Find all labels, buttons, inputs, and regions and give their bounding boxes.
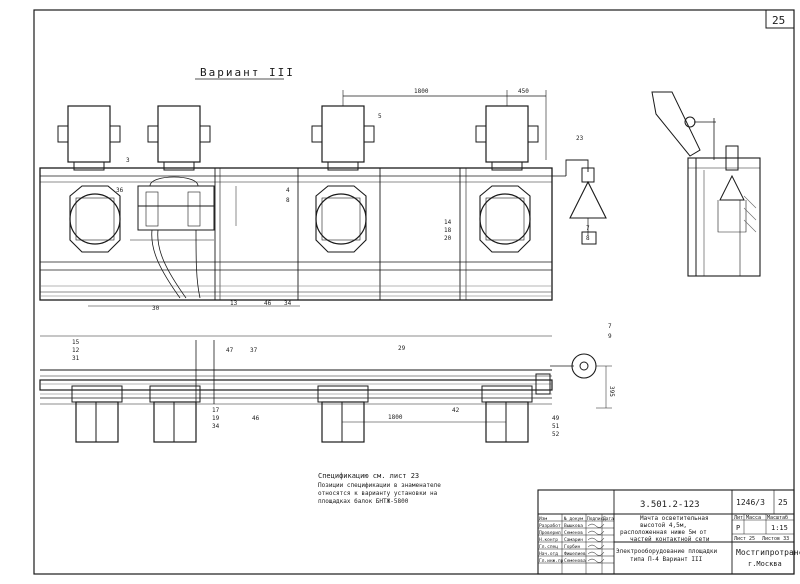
mast-detail-view	[651, 91, 761, 277]
sheet-frame	[33, 9, 795, 575]
desc-line: расположенная ниже 5м от	[620, 529, 707, 536]
callout-label: 31	[72, 355, 80, 362]
lit-value: Р	[736, 524, 740, 532]
callout-label: 34	[212, 423, 220, 430]
callout-label: 19	[212, 415, 220, 422]
dim-span-top: 1800	[414, 88, 429, 95]
callout-label: 29	[398, 345, 406, 352]
callouts: 5 23 3 36 4 8 14 18 20 7 8 30 13 46 34 7…	[72, 113, 612, 438]
callout-label: 46	[252, 415, 260, 422]
role-name: Семенов	[564, 530, 583, 536]
role-label: Н.контр	[539, 537, 558, 543]
top-plan-view: 1800 450	[39, 88, 607, 307]
sheets-total: Листов 33	[762, 536, 789, 542]
callout-label: 34	[284, 300, 292, 307]
col-scale: Масштаб	[767, 514, 788, 521]
col-mass: Масса	[746, 515, 761, 521]
callout-label: 36	[116, 187, 124, 194]
callout-label: 20	[444, 235, 452, 242]
lamp-cylinder	[149, 385, 201, 443]
callout-label: 5	[378, 113, 382, 120]
side-lamp-round	[535, 353, 597, 395]
work-line: типа П-4 Вариант III	[630, 556, 703, 563]
role-label: Гл.инж.пр	[539, 558, 564, 564]
lamp-housing	[315, 185, 367, 253]
sheet-number-box	[765, 9, 795, 29]
sheet-number: 25	[772, 14, 785, 27]
side-elevation-view: 395 1800	[39, 335, 615, 443]
note-line: Спецификацию см. лист 23	[318, 472, 419, 480]
callout-label: 7	[608, 323, 612, 330]
dim-offset-top: 450	[518, 88, 529, 95]
title-sheet: 25	[778, 498, 788, 507]
lamp-housing	[69, 185, 121, 253]
role-label: Нач.отд	[539, 551, 558, 557]
role-label: Разработ	[539, 522, 561, 529]
album-number: 1246/3	[736, 498, 765, 507]
mast-block	[57, 105, 121, 171]
desc-line: частей контактной сети	[630, 536, 710, 543]
lamp-cylinder	[71, 385, 123, 443]
role-name: Самарин	[564, 537, 583, 543]
callout-label: 37	[250, 347, 258, 354]
callout-label: 46	[264, 300, 272, 307]
mast-block	[311, 105, 375, 171]
dim-span-bottom: 1800	[388, 414, 403, 421]
callout-label: 12	[72, 347, 80, 354]
callout-label: 51	[552, 423, 560, 430]
lamp-housing	[479, 185, 531, 253]
note-line: площадках балок БНТЖ-5800	[318, 498, 409, 505]
note-line: Позиции спецификации в знаменателе	[318, 482, 441, 489]
callout-label: 4	[286, 187, 290, 194]
title-block: 3.501.2-123 1246/3 25 Лит Масса Масштаб …	[537, 489, 800, 575]
doc-code: 3.501.2-123	[640, 500, 700, 510]
desc-line: Мачта осветительная	[640, 515, 709, 522]
callout-label: 42	[452, 407, 460, 414]
col-header: Изм	[539, 516, 547, 522]
callout-label: 17	[212, 407, 220, 414]
callout-label: 52	[552, 431, 560, 438]
lamp-cylinder	[481, 385, 533, 443]
lamp-cylinder	[317, 385, 369, 443]
callout-label: 30	[152, 305, 160, 312]
callout-label: 8	[286, 197, 290, 204]
desc-line: высотой 4,5м,	[640, 522, 687, 529]
org-name: Мостгипротранс	[736, 548, 800, 557]
dim-height-right: 395	[608, 386, 615, 397]
callout-label: 23	[576, 135, 584, 142]
callout-label: 49	[552, 415, 560, 422]
role-label: Гл.спец	[539, 544, 558, 550]
callout-label: 13	[230, 300, 238, 307]
side-lamp	[552, 159, 607, 245]
role-name: Фишелиев	[564, 551, 586, 557]
role-name: Горбин	[564, 543, 581, 550]
role-label: Проверил	[539, 530, 561, 536]
callout-label: 15	[72, 339, 80, 346]
junction-box	[137, 176, 215, 299]
work-line: Электрооборудование площадки	[616, 548, 718, 555]
callout-label: 18	[444, 227, 452, 234]
callout-label: 47	[226, 347, 234, 354]
callout-label: 3	[126, 157, 130, 164]
scale-value: 1:15	[771, 524, 788, 532]
col-header: Подпись	[587, 516, 606, 522]
mast-block	[475, 105, 539, 171]
org-city: г.Москва	[748, 560, 782, 568]
role-name: Семенова	[564, 558, 586, 564]
notes-block: Спецификацию см. лист 23 Позиции специфи…	[318, 472, 441, 505]
col-lit: Лит	[734, 515, 743, 521]
callout-label: 9	[608, 333, 612, 340]
sheet-label: Лист 25	[734, 536, 755, 542]
callout-label: 8	[586, 235, 590, 242]
mast-block	[147, 105, 211, 171]
callout-label: 7	[586, 225, 590, 232]
col-header: № докум	[564, 516, 583, 522]
role-name: Вышкова	[564, 523, 583, 529]
callout-label: 14	[444, 219, 452, 226]
col-header: Дата	[603, 516, 614, 522]
note-line: относятся к варианту установки на	[318, 490, 438, 497]
variant-title: Вариант III	[200, 66, 295, 79]
